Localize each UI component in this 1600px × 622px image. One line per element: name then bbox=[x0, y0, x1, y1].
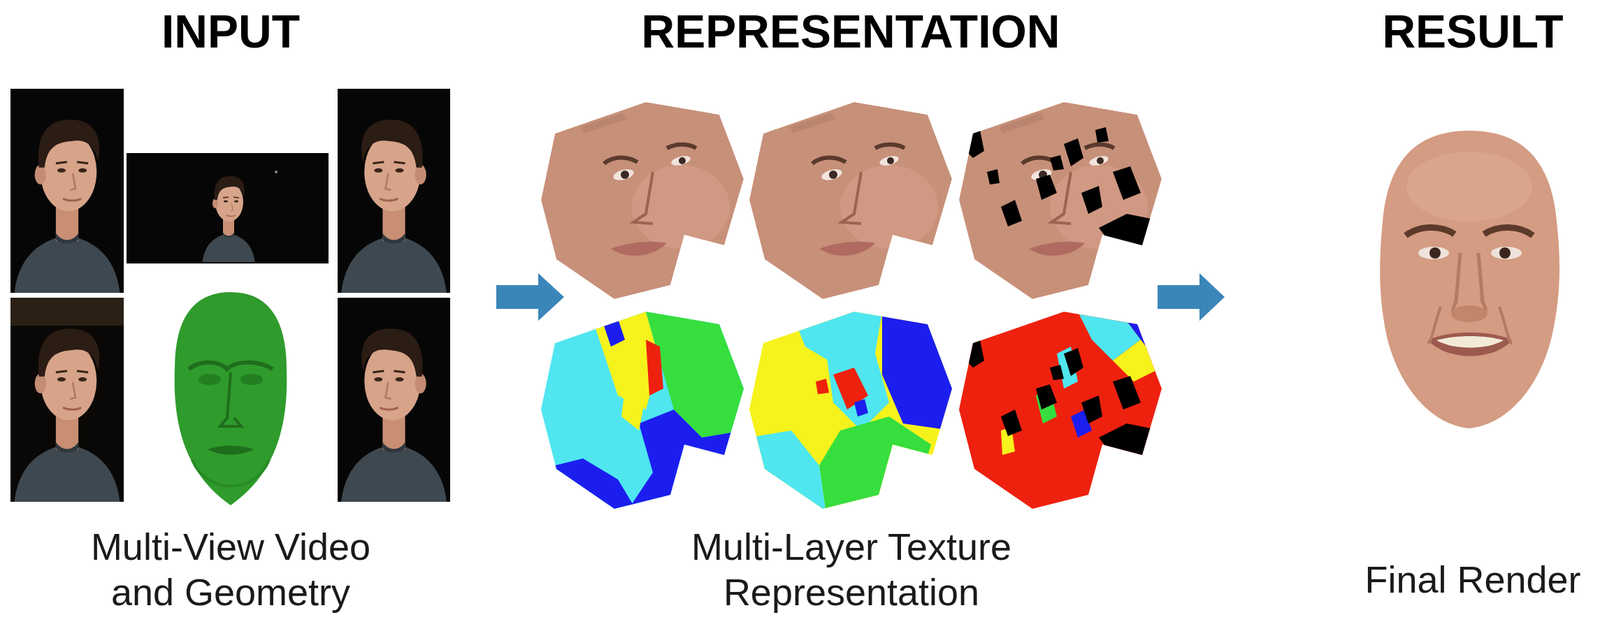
texture-layer bbox=[541, 102, 744, 300]
person-photo bbox=[13, 119, 120, 293]
illustration-part bbox=[1112, 166, 1141, 200]
illustration-part bbox=[1049, 364, 1064, 381]
illustration-part bbox=[541, 102, 744, 300]
illustration-part bbox=[1063, 348, 1084, 377]
illustration-part bbox=[1098, 423, 1162, 480]
photo-frame bbox=[10, 88, 124, 293]
illustration-part bbox=[1063, 138, 1084, 167]
illustration-part bbox=[826, 353, 890, 431]
illustration-part bbox=[1428, 306, 1512, 344]
illustration-part bbox=[959, 130, 985, 158]
illustration-part bbox=[882, 311, 953, 431]
illustration-part bbox=[1429, 247, 1441, 259]
illustration-part bbox=[1451, 305, 1488, 323]
photo-frame bbox=[10, 297, 124, 502]
photo-frame bbox=[337, 297, 451, 502]
illustration-part bbox=[986, 169, 1000, 185]
illustration-part bbox=[1035, 174, 1057, 200]
flow-arrow bbox=[496, 273, 565, 321]
illustration-part bbox=[959, 339, 985, 368]
flow-arrow bbox=[1157, 273, 1225, 321]
illustration-part bbox=[624, 409, 744, 515]
illustration-part bbox=[240, 373, 263, 386]
illustration-part bbox=[854, 399, 869, 417]
texture-layer bbox=[749, 102, 953, 300]
illustration-part bbox=[188, 362, 273, 370]
illustration-part bbox=[207, 445, 254, 456]
illustration-part bbox=[1405, 227, 1455, 236]
section-caption: Multi-Layer Texture Representation bbox=[627, 524, 1076, 616]
illustration-part bbox=[541, 102, 744, 300]
illustration-part bbox=[645, 339, 664, 396]
illustration-part bbox=[1000, 199, 1022, 227]
illustration-part bbox=[959, 311, 1169, 515]
section-heading: REPRESENTATION bbox=[641, 5, 1061, 59]
illustration-part bbox=[621, 388, 646, 431]
photo-frame bbox=[126, 153, 329, 264]
speck bbox=[274, 170, 278, 174]
illustration-part bbox=[1000, 409, 1022, 437]
illustration-part bbox=[959, 339, 1162, 480]
missing-region bbox=[959, 127, 1162, 270]
illustration-part bbox=[1499, 247, 1511, 259]
illustration-part bbox=[749, 311, 960, 515]
illustration-part bbox=[1490, 246, 1522, 260]
label-map bbox=[749, 311, 960, 515]
illustration-part bbox=[959, 311, 1169, 515]
section-heading: RESULT bbox=[1381, 5, 1563, 59]
photo-background bbox=[10, 297, 124, 326]
illustration-part bbox=[819, 416, 932, 515]
illustration-part bbox=[1483, 227, 1533, 236]
illustration-part bbox=[341, 119, 447, 293]
illustration-part bbox=[1406, 151, 1533, 222]
illustration-part bbox=[1081, 185, 1103, 214]
illustration-part bbox=[1112, 339, 1162, 382]
rendered-face bbox=[1379, 130, 1560, 429]
illustration-part bbox=[1436, 336, 1504, 349]
illustration-part bbox=[749, 102, 953, 300]
illustration-part bbox=[541, 311, 751, 515]
illustration-part bbox=[1418, 246, 1450, 260]
illustration-part bbox=[341, 328, 447, 502]
illustration-part bbox=[815, 378, 830, 395]
illustration-part bbox=[174, 292, 288, 506]
illustration-part bbox=[603, 318, 625, 347]
illustration-part bbox=[1095, 127, 1109, 143]
photo-frame bbox=[337, 88, 451, 293]
illustration-part bbox=[1428, 332, 1512, 357]
person-photo bbox=[202, 176, 256, 263]
label-map bbox=[959, 311, 1169, 515]
section-heading: INPUT bbox=[161, 5, 300, 59]
section-caption: Multi-View Video and Geometry bbox=[62, 524, 399, 616]
illustration-part bbox=[749, 430, 827, 515]
illustration-part bbox=[749, 311, 960, 515]
person-photo bbox=[341, 119, 447, 293]
illustration-part bbox=[1049, 155, 1064, 171]
texture-layer bbox=[959, 102, 1162, 300]
illustration-part bbox=[1081, 395, 1103, 424]
person-photo bbox=[341, 328, 447, 502]
person-photo bbox=[13, 328, 120, 502]
illustration-part bbox=[1035, 384, 1057, 410]
face-geometry bbox=[174, 292, 288, 506]
illustration-part bbox=[198, 373, 221, 386]
illustration-part bbox=[749, 102, 953, 300]
illustration-part bbox=[1112, 376, 1141, 410]
illustration-part bbox=[192, 459, 270, 487]
input-photos bbox=[10, 88, 451, 506]
illustration-part bbox=[959, 102, 1162, 300]
illustration-part bbox=[1098, 213, 1162, 270]
illustration-part bbox=[1379, 130, 1560, 429]
section-caption: Final Render bbox=[1364, 557, 1581, 603]
illustration-part bbox=[959, 102, 1162, 300]
illustration-part bbox=[220, 372, 242, 427]
illustration-part bbox=[555, 458, 639, 515]
illustration-part bbox=[541, 311, 751, 515]
label-map bbox=[541, 311, 751, 515]
